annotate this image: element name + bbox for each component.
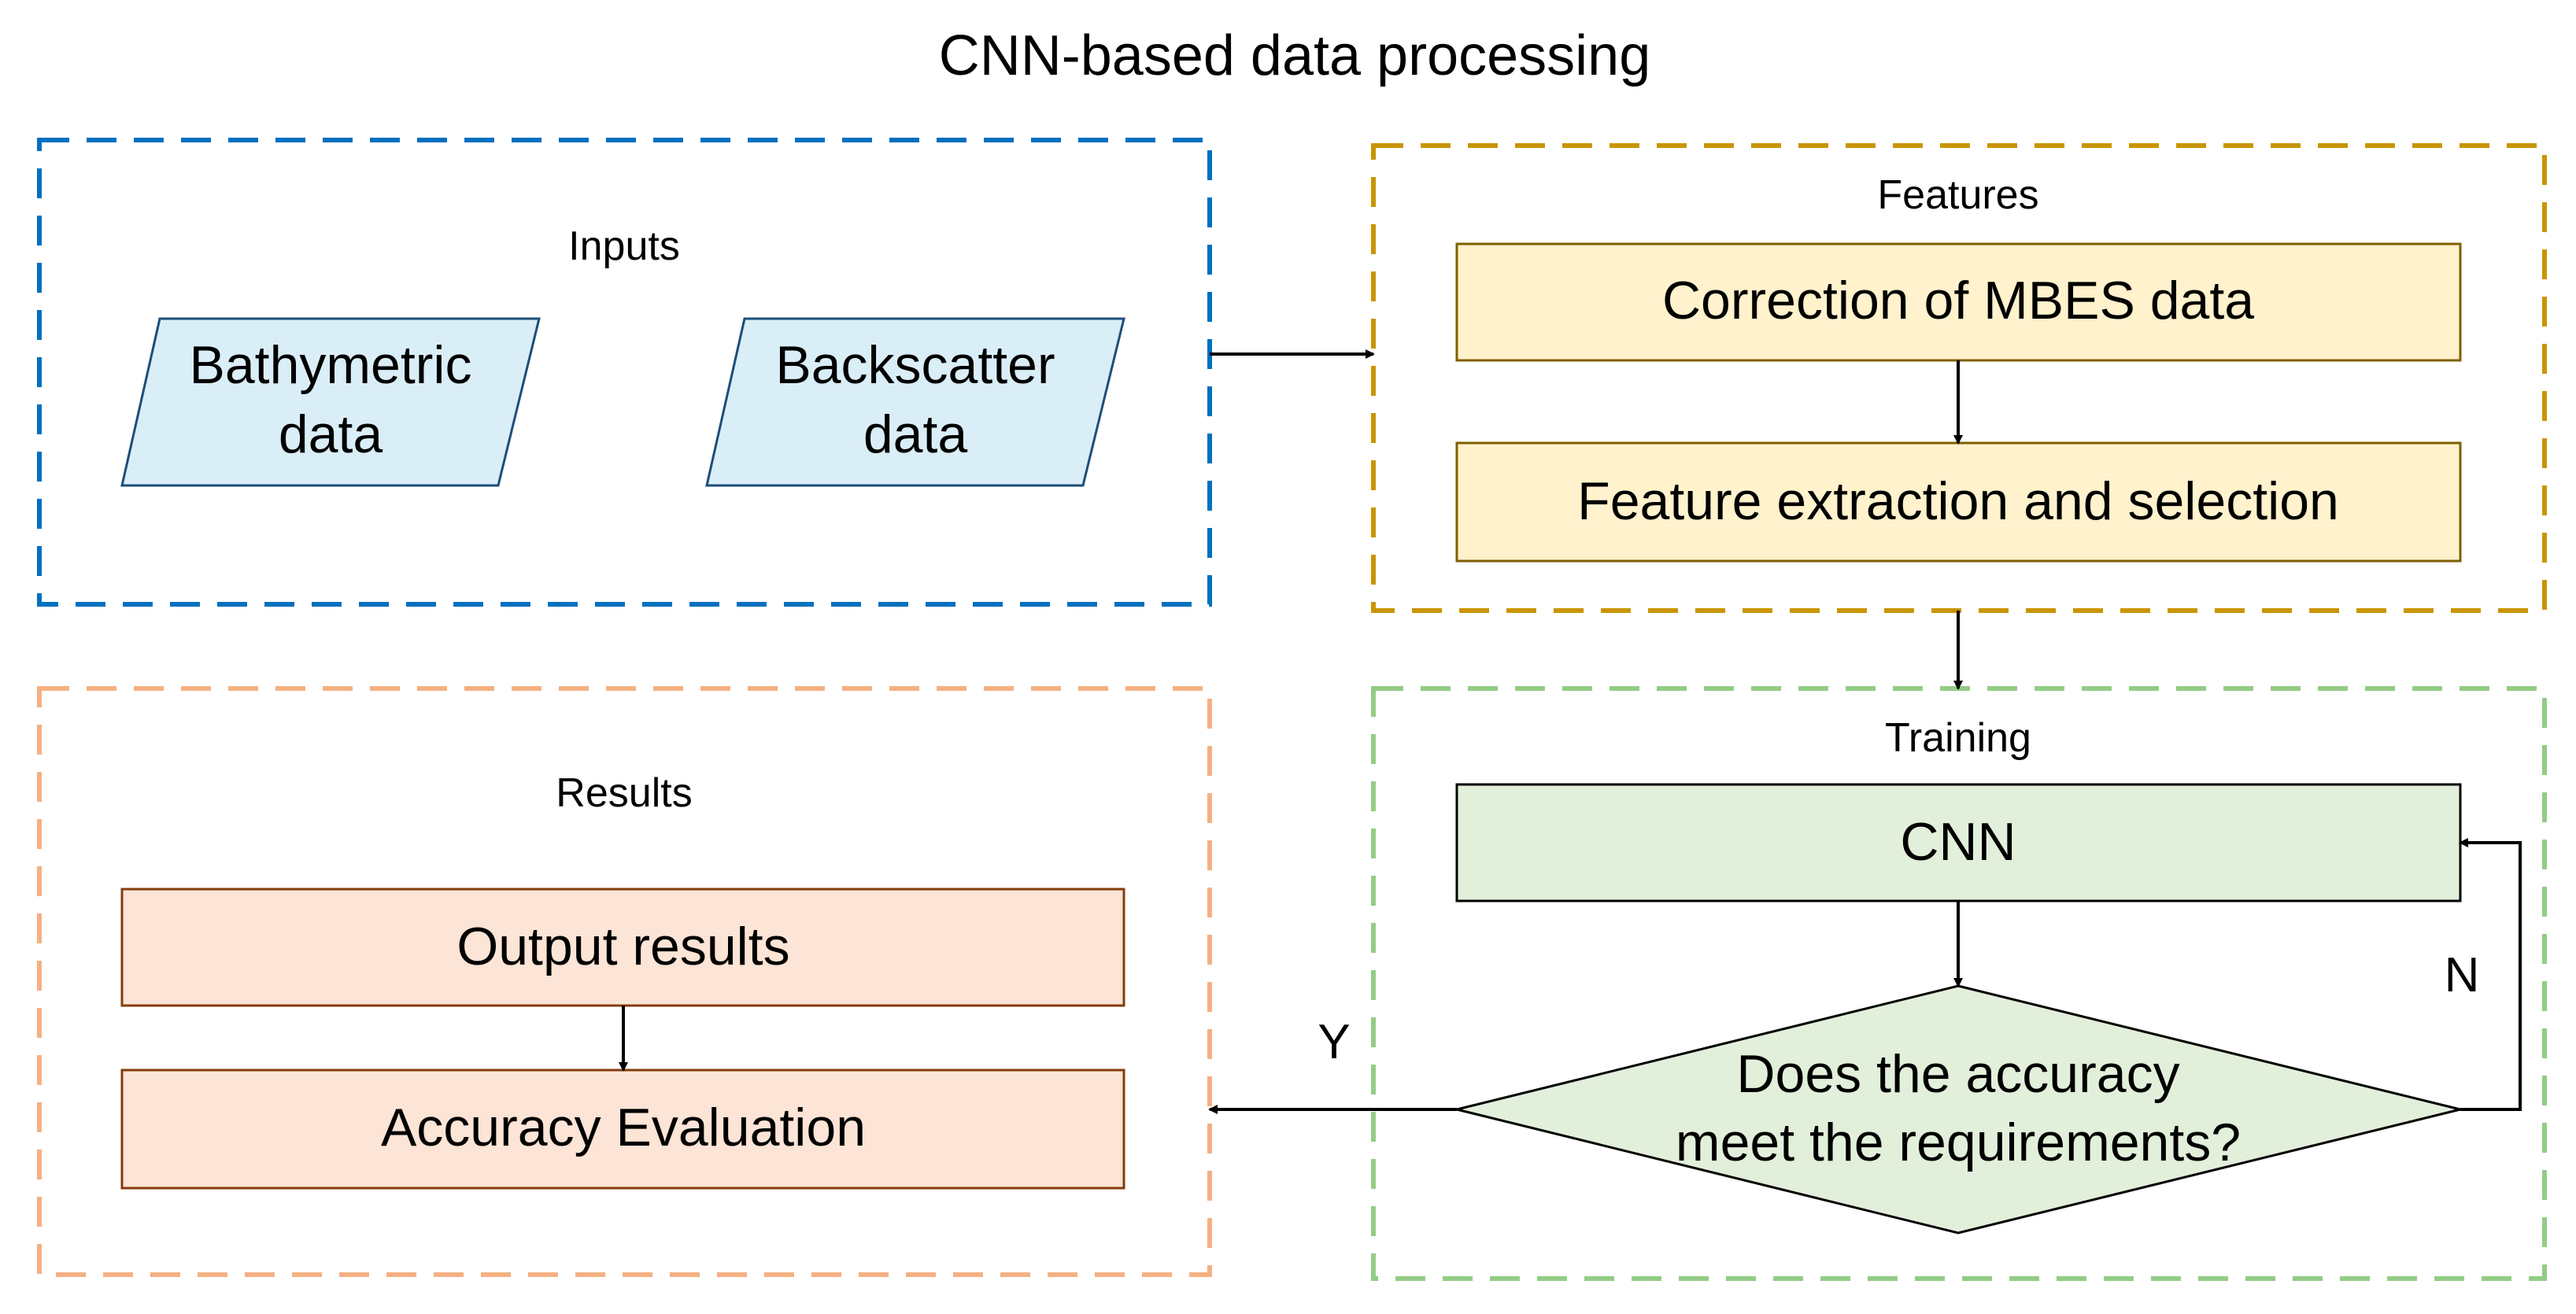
results-group-border bbox=[37, 686, 1212, 1277]
bathymetric-data-label-line2: data bbox=[279, 404, 383, 464]
inputs-group-label: Inputs bbox=[568, 223, 680, 269]
accuracy-evaluation-label: Accuracy Evaluation bbox=[381, 1098, 866, 1157]
no-edge-label: N bbox=[2445, 948, 2480, 1002]
cnn-label: CNN bbox=[1900, 812, 2016, 872]
correction-mbes-label: Correction of MBES data bbox=[1662, 271, 2254, 330]
output-results-label: Output results bbox=[456, 917, 789, 976]
inputs-group-border bbox=[37, 138, 1212, 607]
features-group-label: Features bbox=[1877, 172, 2038, 218]
training-group-label: Training bbox=[1885, 715, 2031, 761]
bathymetric-data-node bbox=[120, 317, 541, 487]
results-group-label: Results bbox=[556, 770, 692, 816]
decision-label-line1: Does the accuracy bbox=[1736, 1044, 2179, 1104]
accuracy-decision-node bbox=[1456, 984, 2461, 1235]
feature-extraction-label: Feature extraction and selection bbox=[1577, 471, 2339, 531]
yes-edge-label: Y bbox=[1318, 1015, 1350, 1069]
backscatter-data-label-line1: Backscatter bbox=[775, 335, 1055, 395]
decision-label-line2: meet the requirements? bbox=[1676, 1113, 2241, 1172]
bathymetric-data-label-line1: Bathymetric bbox=[190, 335, 472, 395]
decision-no-loop-arrow bbox=[2459, 838, 2522, 1111]
cnn-node bbox=[1455, 783, 2462, 902]
backscatter-data-node bbox=[705, 317, 1125, 487]
backscatter-data-label-line2: data bbox=[863, 404, 968, 464]
diagram-title: CNN-based data processing bbox=[939, 24, 1650, 87]
output-results-node bbox=[120, 888, 1125, 1007]
